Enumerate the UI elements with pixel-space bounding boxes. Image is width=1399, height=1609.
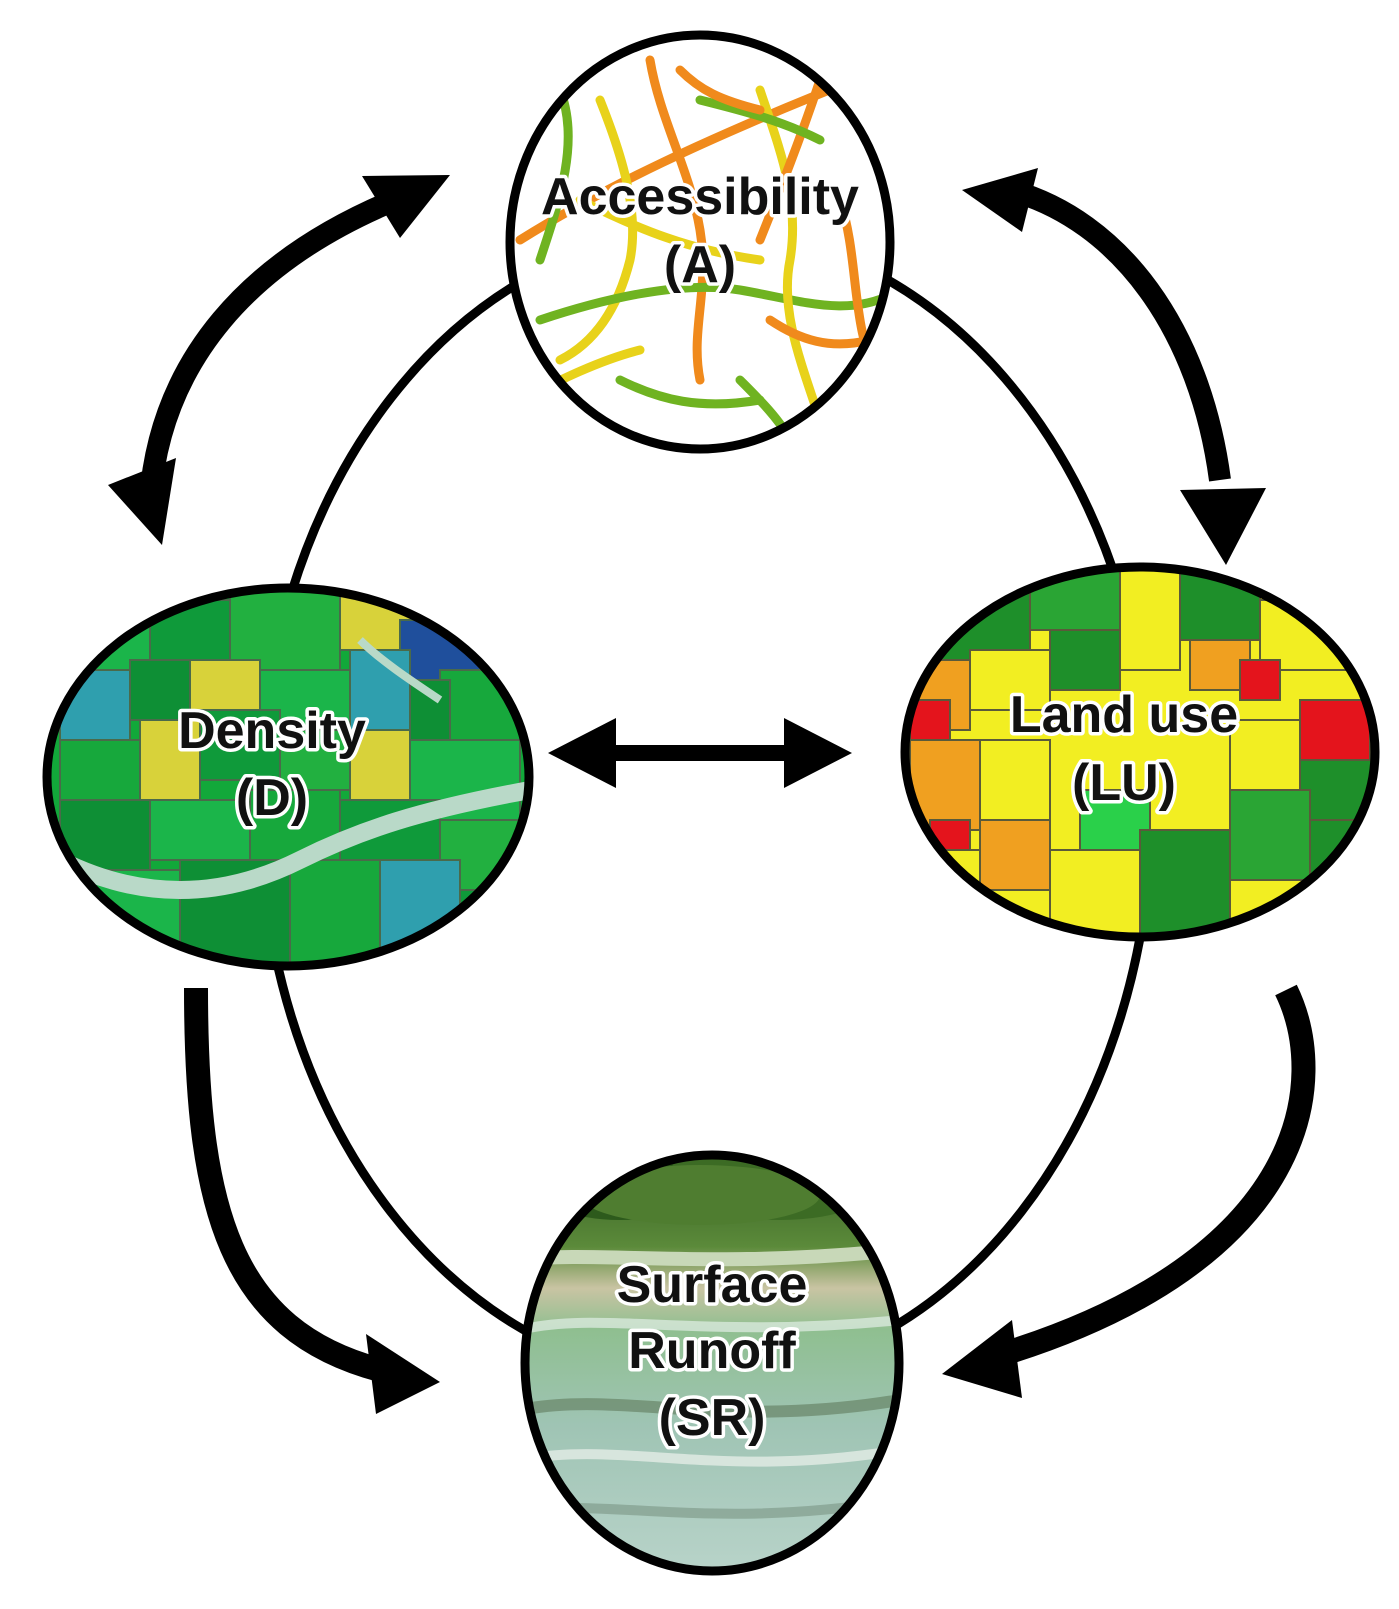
- land-use-label: Land use: [1010, 686, 1238, 744]
- land-use-abbr: (LU): [1072, 754, 1176, 812]
- land-use-parcel-map: [909, 569, 1375, 937]
- density-label: Density: [178, 702, 366, 760]
- arrow-density-landuse: [548, 718, 852, 788]
- surface-runoff-label-line2: Runoff: [628, 1322, 796, 1380]
- density-abbr: (D): [236, 769, 308, 827]
- land-use-node: Land use (LU): [900, 562, 1380, 942]
- surface-runoff-label-line1: Surface: [617, 1256, 808, 1314]
- arrow-landuse-runoff: [942, 984, 1316, 1398]
- accessibility-node: Accessibility (A): [505, 30, 895, 454]
- arrow-density-runoff: [184, 987, 440, 1414]
- density-node: Density (D): [42, 583, 534, 971]
- arrow-accessibility-landuse: [962, 168, 1266, 565]
- arrow-density-accessibility: [108, 175, 450, 545]
- surface-runoff-abbr: (SR): [659, 1389, 766, 1447]
- surface-runoff-node: Surface Runoff (SR): [520, 1150, 904, 1576]
- accessibility-abbr: (A): [664, 236, 736, 294]
- accessibility-label: Accessibility: [541, 168, 859, 226]
